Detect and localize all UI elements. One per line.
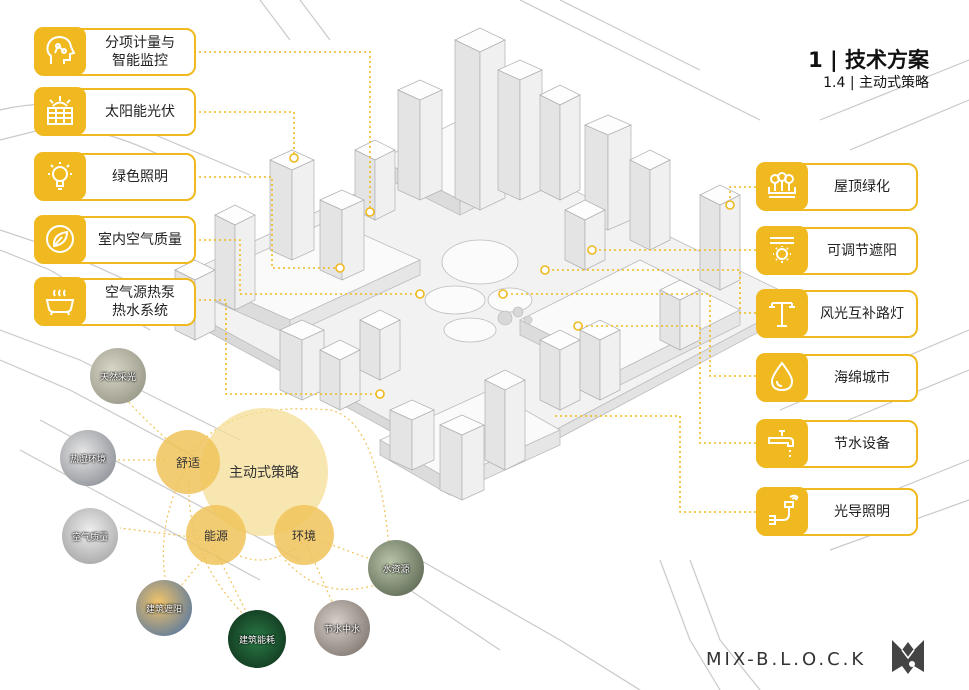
card-energy-metering: 分项计量与 智能监控 <box>34 27 196 76</box>
card-label: 屋顶绿化 <box>834 179 890 195</box>
venn-comfort-label: 舒适 <box>175 455 200 470</box>
card-label: 可调节遮阳 <box>827 243 897 259</box>
card-sponge-city: 海绵城市 <box>756 353 918 402</box>
photo-water-saving: 节水中水 <box>314 600 370 656</box>
ai-head-icon <box>34 27 86 75</box>
roof-trees-icon <box>756 162 808 210</box>
water-drop-icon <box>756 353 808 401</box>
card-label: 风光互补路灯 <box>820 306 904 322</box>
page-subtitle: 1.4 | 主动式策略 <box>823 75 929 91</box>
card-label: 空气源热泵 热水系统 <box>105 285 175 319</box>
photo-daylighting: 天然采光 <box>90 348 146 404</box>
card-green-lighting: 绿色照明 <box>34 152 196 201</box>
photo-thermal-humidity: 热湿环境 <box>60 430 116 486</box>
photo-building-shading: 建筑遮阳 <box>136 580 192 636</box>
venn-main-label: 主动式策略 <box>229 465 299 481</box>
venn-energy-circle: 能源 <box>186 505 246 565</box>
faucet-icon <box>756 419 808 467</box>
card-roof-greening: 屋顶绿化 <box>756 162 918 211</box>
leaf-icon <box>34 215 86 263</box>
card-water-saving-device: 节水设备 <box>756 419 918 468</box>
brand-wordmark: MIX-B.L.O.C.K <box>706 649 867 670</box>
card-label: 光导照明 <box>834 504 890 520</box>
lightbulb-icon <box>34 152 86 200</box>
card-label: 室内空气质量 <box>98 232 182 248</box>
venn-energy-label: 能源 <box>203 528 228 543</box>
brand-logo-icon <box>892 640 924 674</box>
sunshade-icon <box>756 226 808 274</box>
solar-panel-icon <box>34 87 86 135</box>
bathtub-icon <box>34 277 86 325</box>
card-label: 海绵城市 <box>834 370 890 386</box>
venn-comfort-circle: 舒适 <box>156 430 220 494</box>
venn-environment-circle: 环境 <box>274 505 334 565</box>
card-wind-solar-streetlight: 风光互补路灯 <box>756 289 918 338</box>
card-light-pipe-lighting: 光导照明 <box>756 487 918 536</box>
card-heat-pump-hot-water: 空气源热泵 热水系统 <box>34 277 196 326</box>
card-solar-pv: 太阳能光伏 <box>34 87 196 136</box>
venn-environment-label: 环境 <box>291 528 316 543</box>
card-label: 太阳能光伏 <box>105 104 175 120</box>
page-title: 1 | 技术方案 <box>808 48 929 72</box>
card-label: 分项计量与 智能监控 <box>105 35 175 69</box>
card-indoor-air-quality: 室内空气质量 <box>34 215 196 264</box>
photo-building-energy: 建筑能耗 <box>228 610 286 668</box>
card-label: 节水设备 <box>834 436 890 452</box>
card-label: 绿色照明 <box>112 169 168 185</box>
photo-air-quality: 空气质量 <box>62 508 118 564</box>
photo-water-resources: 水资源 <box>368 540 424 596</box>
card-adjustable-shading: 可调节遮阳 <box>756 226 918 275</box>
street-lamp-icon <box>756 289 808 337</box>
light-pipe-icon <box>756 487 808 535</box>
